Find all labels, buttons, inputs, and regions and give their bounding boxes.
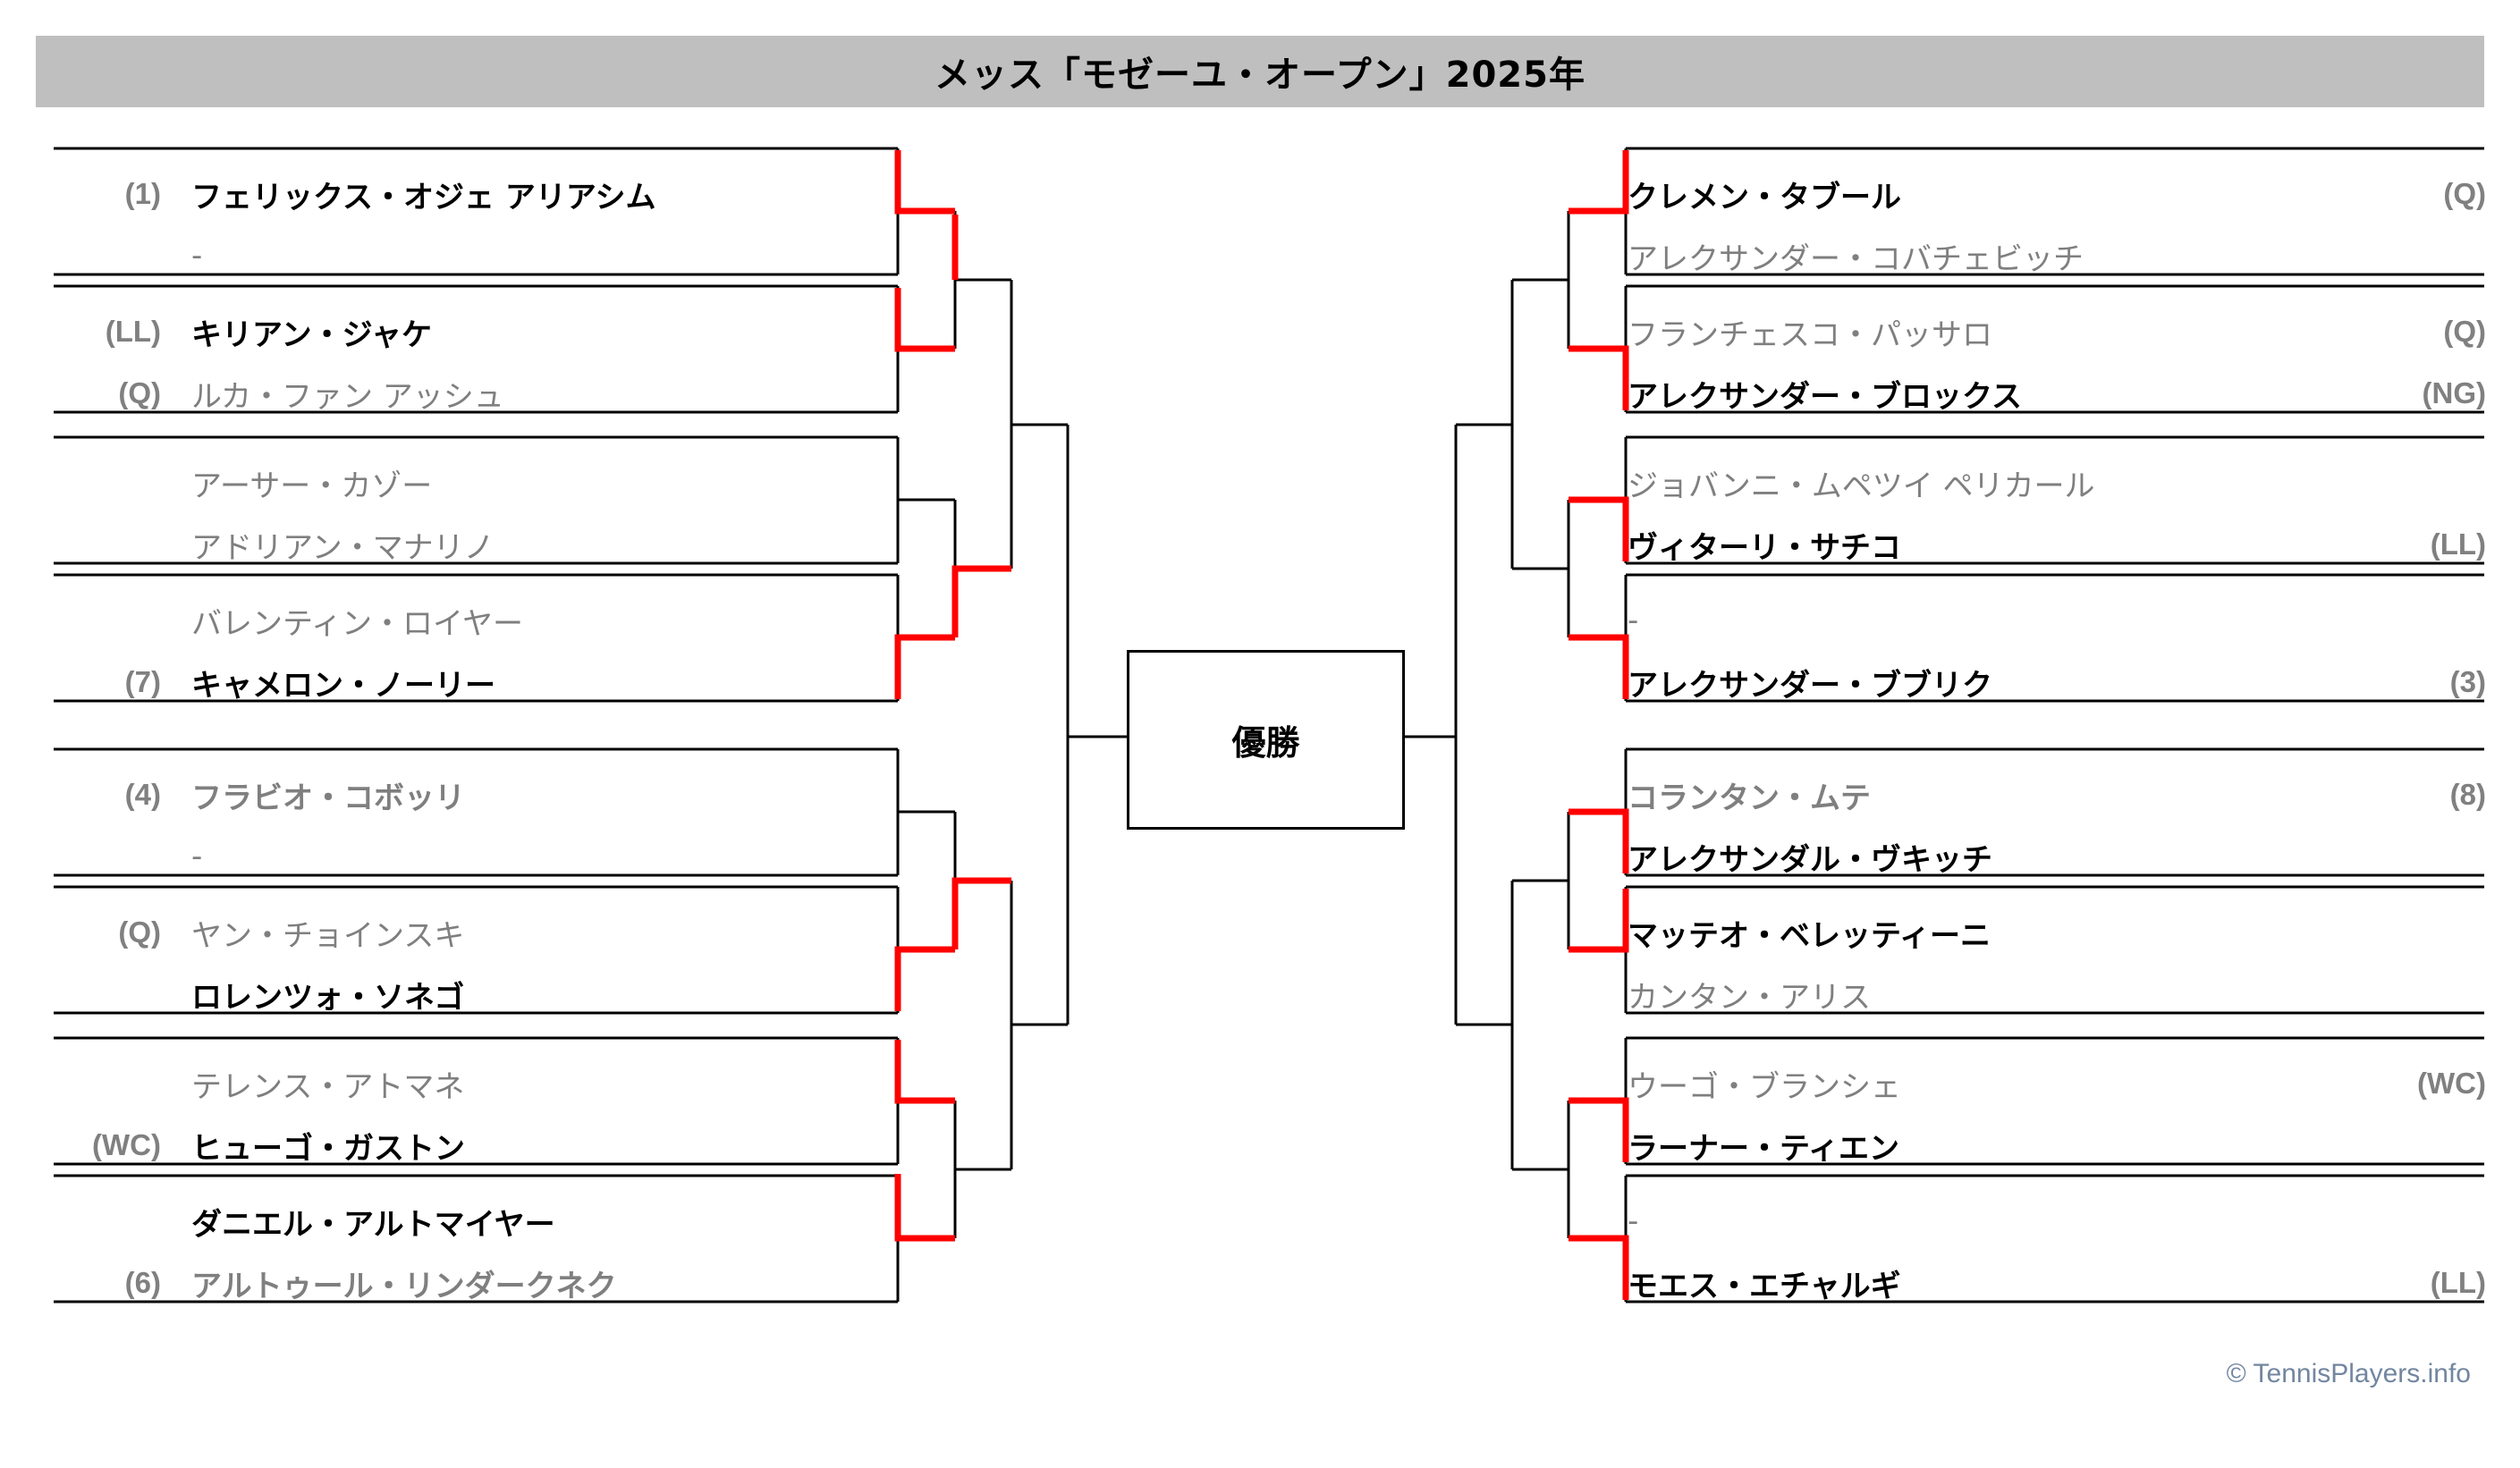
- player-slot[interactable]: -: [1628, 1194, 2486, 1249]
- player-name: ヤン・チョインスキ: [191, 917, 465, 954]
- player-tag: (3): [2449, 665, 2486, 698]
- player-name: ロレンツォ・ソネゴ: [191, 979, 465, 1016]
- player-slot[interactable]: フランチェスコ・パッサロ (Q): [1628, 304, 2486, 359]
- player-tag: (WC): [2417, 1067, 2486, 1100]
- player-tag: (7): [124, 665, 161, 698]
- player-tag: (6): [124, 1266, 161, 1299]
- player-slot[interactable]: (Q) ルカ・ファン アッシュ: [54, 366, 894, 421]
- player-slot[interactable]: アレクサンダル・ヴキッチ: [1628, 829, 2486, 884]
- player-slot[interactable]: カンタン・アリス: [1628, 966, 2486, 1022]
- player-name: マッテオ・ベレッティーニ: [1628, 917, 1991, 954]
- player-name: アレクサンダー・コバチェビッチ: [1628, 240, 2084, 277]
- player-slot[interactable]: (7) キャメロン・ノーリー: [54, 654, 894, 710]
- player-name: -: [1628, 603, 1639, 638]
- player-slot[interactable]: ジョバンニ・ムペツイ ペリカール: [1628, 455, 2486, 510]
- player-name: アレクサンダー・ブブリク: [1628, 667, 1992, 704]
- champion-box: 優勝: [1127, 650, 1405, 830]
- player-slot[interactable]: (1) フェリックス・オジェ アリアシム: [54, 166, 894, 222]
- player-slot[interactable]: (WC) ヒューゴ・ガストン: [54, 1118, 894, 1173]
- player-tag: (WC): [92, 1128, 161, 1161]
- player-slot[interactable]: ラーナー・ティエン: [1628, 1118, 2486, 1173]
- player-name: フラビオ・コボッリ: [191, 780, 465, 816]
- player-slot[interactable]: -: [54, 829, 894, 884]
- player-slot[interactable]: アレクサンダー・ブロックス (NG): [1628, 366, 2486, 421]
- player-name: -: [1628, 1203, 1639, 1239]
- player-name: アドリアン・マナリノ: [191, 529, 495, 566]
- player-name: バレンティン・ロイヤー: [191, 605, 523, 642]
- player-tag: (1): [124, 177, 161, 210]
- player-slot[interactable]: アレクサンダー・コバチェビッチ: [1628, 228, 2486, 283]
- player-tag: (NG): [2422, 376, 2486, 409]
- player-name: コランタン・ムテ: [1628, 780, 1871, 816]
- site-credit: © TennisPlayers.info: [2226, 1359, 2471, 1388]
- winner-path-right: [1569, 150, 1629, 1300]
- player-slot[interactable]: ダニエル・アルトマイヤー: [54, 1194, 894, 1249]
- player-tag: (8): [2449, 778, 2486, 811]
- player-name: フェリックス・オジェ アリアシム: [191, 179, 656, 215]
- player-tag: (Q): [2443, 177, 2486, 210]
- player-tag: (LL): [105, 315, 161, 348]
- player-slot[interactable]: アーサー・カゾー: [54, 455, 894, 510]
- player-slot[interactable]: アドリアン・マナリノ: [54, 517, 894, 572]
- player-tag: (Q): [118, 376, 161, 409]
- player-name: テレンス・アトマネ: [191, 1068, 465, 1105]
- player-slot[interactable]: マッテオ・ベレッティーニ: [1628, 905, 2486, 960]
- player-slot[interactable]: モエス・エチャルギ (LL): [1628, 1255, 2486, 1311]
- player-name: ジョバンニ・ムペツイ ペリカール: [1628, 468, 2095, 504]
- player-slot[interactable]: クレメン・タブール (Q): [1628, 166, 2486, 222]
- player-name: ウーゴ・ブランシェ: [1628, 1068, 1901, 1105]
- player-name: ヒューゴ・ガストン: [191, 1130, 465, 1167]
- champion-label: 優勝: [1231, 723, 1300, 763]
- player-tag: (4): [124, 778, 161, 811]
- player-name: カンタン・アリス: [1628, 979, 1871, 1016]
- player-slot[interactable]: ロレンツォ・ソネゴ: [54, 966, 894, 1022]
- player-name: アレクサンダル・ヴキッチ: [1628, 841, 1992, 878]
- player-slot[interactable]: (6) アルトゥール・リンダークネク: [54, 1255, 894, 1311]
- player-slot[interactable]: ウーゴ・ブランシェ (WC): [1628, 1056, 2486, 1111]
- winner-path-left: [894, 150, 1011, 1242]
- player-slot[interactable]: ヴィターリ・サチコ (LL): [1628, 517, 2486, 572]
- player-name: アーサー・カゾー: [191, 468, 433, 504]
- player-name: ラーナー・ティエン: [1628, 1130, 1899, 1167]
- player-slot[interactable]: (4) フラビオ・コボッリ: [54, 767, 894, 823]
- player-name: -: [191, 238, 203, 274]
- player-tag: (LL): [2430, 527, 2486, 561]
- player-slot[interactable]: アレクサンダー・ブブリク (3): [1628, 654, 2486, 710]
- player-slot[interactable]: テレンス・アトマネ: [54, 1056, 894, 1111]
- player-slot[interactable]: (LL) キリアン・ジャケ: [54, 304, 894, 359]
- player-slot[interactable]: -: [54, 228, 894, 283]
- player-name: アレクサンダー・ブロックス: [1628, 378, 2022, 415]
- player-name: アルトゥール・リンダークネク: [191, 1268, 617, 1304]
- player-name: モエス・エチャルギ: [1628, 1268, 1901, 1304]
- player-slot[interactable]: -: [1628, 593, 2486, 648]
- player-name: キリアン・ジャケ: [191, 316, 432, 353]
- player-name: フランチェスコ・パッサロ: [1628, 316, 1992, 353]
- player-tag: (LL): [2430, 1266, 2486, 1299]
- player-slot[interactable]: コランタン・ムテ (8): [1628, 767, 2486, 823]
- player-tag: (Q): [2443, 315, 2486, 348]
- player-name: ヴィターリ・サチコ: [1628, 529, 1901, 566]
- player-name: キャメロン・ノーリー: [191, 667, 495, 704]
- player-name: ルカ・ファン アッシュ: [191, 378, 504, 415]
- player-slot[interactable]: バレンティン・ロイヤー: [54, 593, 894, 648]
- player-name: ダニエル・アルトマイヤー: [191, 1206, 555, 1243]
- player-name: クレメン・タブール: [1628, 179, 1901, 215]
- tournament-title-bar: メッス「モゼーユ・オープン」2025年: [36, 36, 2484, 107]
- player-name: -: [191, 839, 203, 874]
- page-title: メッス「モゼーユ・オープン」2025年: [934, 55, 1586, 96]
- player-tag: (Q): [118, 915, 161, 949]
- player-slot[interactable]: (Q) ヤン・チョインスキ: [54, 905, 894, 960]
